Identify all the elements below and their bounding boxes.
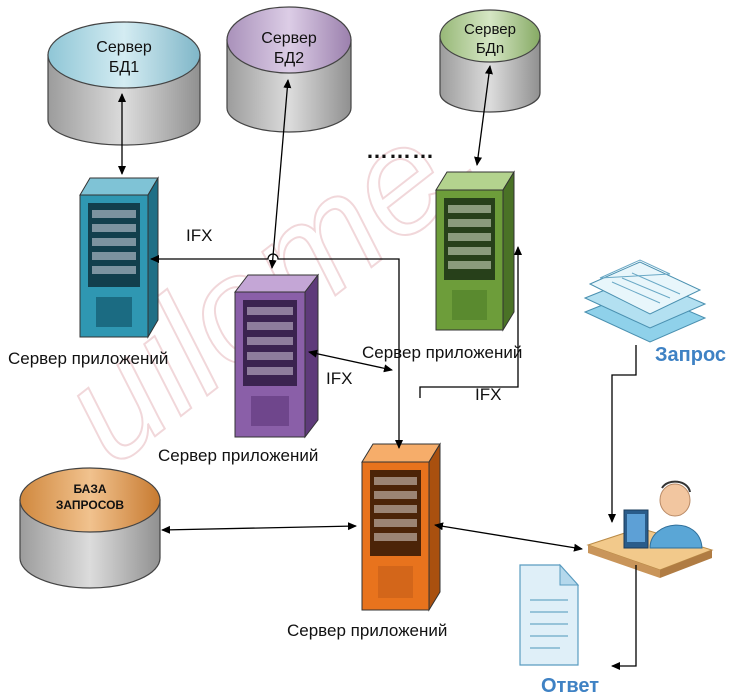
db-server-2-line1: Сервер — [261, 30, 317, 47]
app-server-1-label: Сервер приложений — [8, 349, 168, 368]
db-server-1-line2: БД1 — [109, 59, 139, 76]
db-server-2: Сервер БД2 — [226, 6, 352, 133]
db-server-n-line1: Сервер — [464, 21, 516, 38]
app-server-2 — [233, 273, 320, 439]
db-server-1: Сервер БД1 — [47, 21, 201, 146]
request-documents-icon — [583, 259, 707, 343]
ifx-label-2: IFX — [326, 369, 352, 388]
app-server-main — [361, 442, 441, 612]
connectors — [118, 65, 637, 670]
response-document-icon — [519, 563, 580, 666]
db-server-1-line1: Сервер — [96, 39, 152, 56]
response-label: Ответ — [541, 675, 599, 697]
ifx-label-3: IFX — [475, 385, 501, 404]
app-server-1 — [79, 176, 159, 339]
app-server-main-label: Сервер приложений — [287, 621, 447, 640]
ellipsis: ……… — [366, 138, 435, 163]
app-server-n-label: Сервер приложений — [362, 343, 522, 362]
query-database: БАЗА ЗАПРОСОВ — [19, 467, 161, 589]
db-server-n-line2: БДn — [476, 40, 504, 57]
db-server-n: Сервер БДn — [439, 9, 541, 113]
app-server-n — [435, 170, 515, 332]
query-database-line2: ЗАПРОСОВ — [56, 498, 125, 512]
query-database-line1: БАЗА — [73, 482, 106, 496]
db-server-2-line2: БД2 — [274, 50, 304, 67]
ifx-label-1: IFX — [186, 226, 212, 245]
user-workstation-icon — [586, 480, 714, 578]
request-label: Запрос — [655, 344, 726, 366]
app-server-2-label: Сервер приложений — [158, 446, 318, 465]
